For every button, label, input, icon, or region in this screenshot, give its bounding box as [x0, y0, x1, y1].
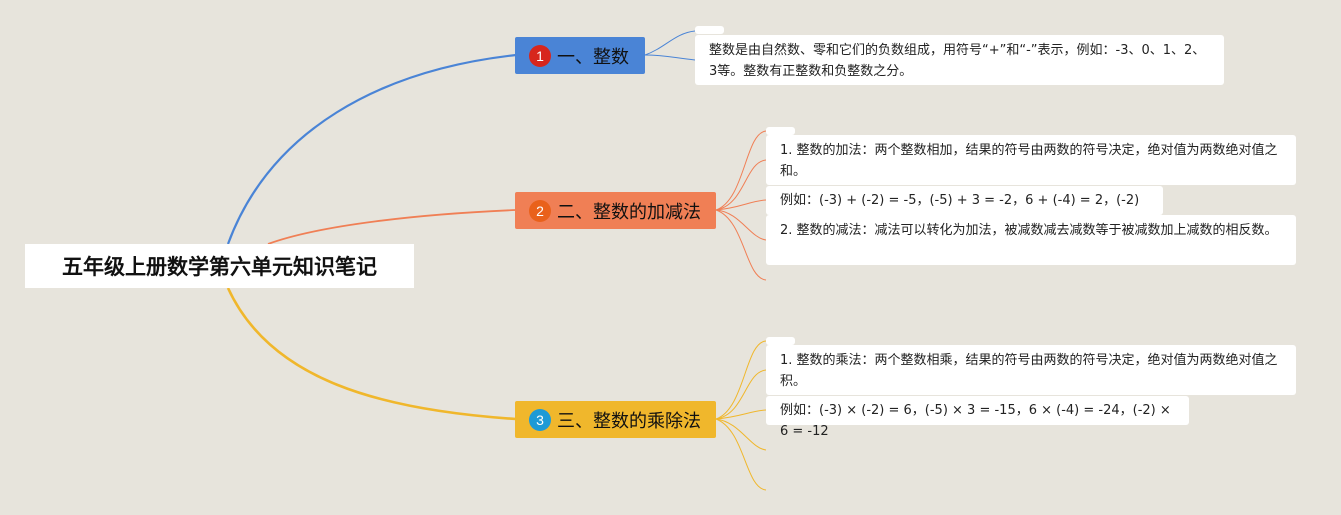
edge-b3-end-2 [715, 418, 767, 491]
branch-label: 二、整数的加减法 [557, 201, 701, 223]
branch-label: 一、整数 [557, 46, 629, 68]
edge-root-branch-2 [267, 209, 517, 245]
leaf-text: 例如：(-3) × (-2) = 6，(-5) × 3 = -15，6 × (-… [780, 403, 1171, 439]
root-topic[interactable]: 五年级上册数学第六单元知识笔记 [25, 244, 414, 288]
branch-integers[interactable]: 1 一、整数 [515, 37, 645, 74]
leaf-stub [695, 26, 724, 34]
edge-b3-leaf-1 [715, 369, 767, 420]
leaf-multiplication-rule[interactable]: 1. 整数的乘法：两个整数相乘，结果的符号由两数的符号决定，绝对值为两数绝对值之… [766, 345, 1296, 395]
leaf-addition-rule[interactable]: 1. 整数的加法：两个整数相加，结果的符号由两数的符号决定，绝对值为两数绝对值之… [766, 135, 1296, 185]
number-badge-1: 1 [529, 44, 551, 67]
edge-b2-leaf-3 [715, 209, 767, 241]
edge-root-branch-3 [226, 287, 517, 421]
edge-b1-leaf [644, 54, 696, 61]
edge-b2-stub [715, 130, 767, 211]
leaf-text: 整数是由自然数、零和它们的负数组成，用符号“+”和“-”表示，例如：-3、0、1… [709, 43, 1206, 79]
edge-b2-end [715, 209, 767, 281]
edge-b3-end-1 [715, 418, 767, 451]
branch-add-subtract[interactable]: 2 二、整数的加减法 [515, 192, 716, 229]
branch-label: 三、整数的乘除法 [557, 410, 701, 432]
edge-b2-leaf-2 [715, 199, 767, 211]
edge-b3-leaf-2 [715, 409, 767, 420]
edge-root-branch-1 [226, 53, 517, 245]
edge-b3-stub [715, 340, 767, 420]
leaf-addition-example[interactable]: 例如：(-3) + (-2) = -5，(-5) + 3 = -2，6 + (-… [766, 186, 1163, 229]
leaf-integer-definition[interactable]: 整数是由自然数、零和它们的负数组成，用符号“+”和“-”表示，例如：-3、0、1… [695, 35, 1224, 85]
leaf-text: 2. 整数的减法：减法可以转化为加法，被减数减去减数等于被减数加上减数的相反数。 [780, 223, 1278, 238]
leaf-stub [766, 127, 795, 135]
leaf-multiplication-example[interactable]: 例如：(-3) × (-2) = 6，(-5) × 3 = -15，6 × (-… [766, 396, 1189, 439]
number-badge-2: 2 [529, 199, 551, 222]
edge-b2-leaf-1 [715, 159, 767, 211]
leaf-text: 1. 整数的乘法：两个整数相乘，结果的符号由两数的符号决定，绝对值为两数绝对值之… [780, 353, 1278, 389]
number-badge-3: 3 [529, 408, 551, 431]
leaf-text: 1. 整数的加法：两个整数相加，结果的符号由两数的符号决定，绝对值为两数绝对值之… [780, 143, 1278, 179]
leaf-subtraction-rule[interactable]: 2. 整数的减法：减法可以转化为加法，被减数减去减数等于被减数加上减数的相反数。 [766, 215, 1296, 265]
branch-multiply-divide[interactable]: 3 三、整数的乘除法 [515, 401, 716, 438]
root-title: 五年级上册数学第六单元知识笔记 [62, 255, 377, 279]
leaf-stub [766, 337, 795, 345]
edge-b1-stub [644, 30, 696, 56]
